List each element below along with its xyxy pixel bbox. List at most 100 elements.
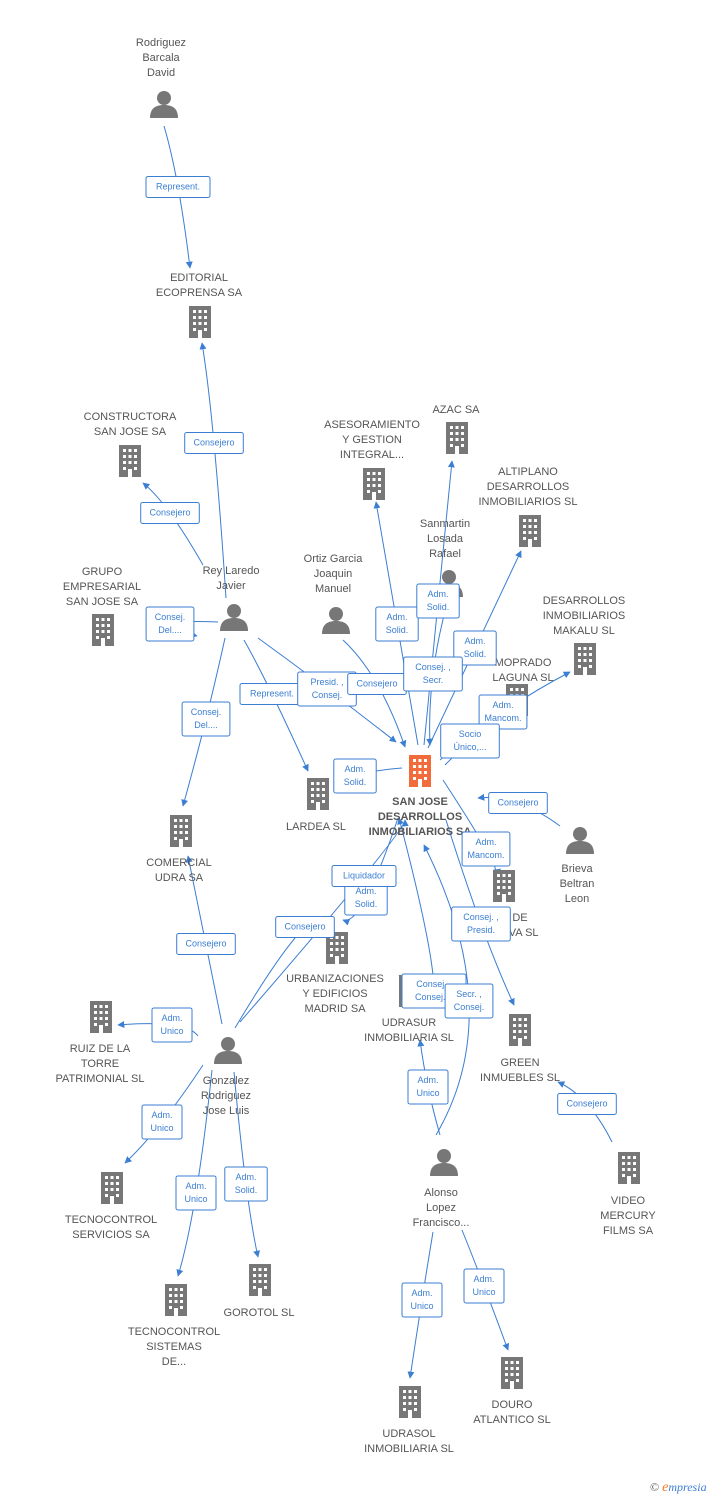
node-tecsistemas[interactable]: TECNOCONTROLSISTEMASDE... bbox=[128, 1284, 220, 1368]
edge-label[interactable]: Adm.Unico bbox=[141, 1104, 183, 1140]
building-icon[interactable] bbox=[519, 515, 541, 547]
node-gorotol[interactable]: GOROTOL SL bbox=[224, 1264, 295, 1319]
building-icon[interactable] bbox=[446, 422, 468, 454]
building-icon[interactable] bbox=[307, 778, 329, 810]
building-icon[interactable] bbox=[90, 1001, 112, 1033]
building-icon[interactable] bbox=[618, 1152, 640, 1184]
edge-label[interactable]: Adm.Solid. bbox=[416, 583, 460, 619]
person-icon[interactable] bbox=[220, 604, 248, 631]
person-icon[interactable] bbox=[566, 827, 594, 854]
building-icon[interactable] bbox=[493, 870, 515, 902]
node-alonso[interactable]: AlonsoLopezFrancisco... bbox=[413, 1149, 470, 1229]
edge-label[interactable]: Consejero bbox=[275, 916, 335, 938]
edge-label-text: Unico bbox=[160, 1026, 183, 1036]
person-icon[interactable] bbox=[214, 1037, 242, 1064]
edge-label[interactable]: Represent. bbox=[145, 176, 211, 198]
edge-label-text: Consejero bbox=[497, 798, 538, 808]
building-icon[interactable] bbox=[249, 1264, 271, 1296]
building-icon[interactable] bbox=[170, 815, 192, 847]
edge-label[interactable]: Consejero bbox=[557, 1093, 617, 1115]
edge-label[interactable]: Consejero bbox=[176, 933, 236, 955]
building-icon[interactable] bbox=[363, 468, 385, 500]
edge-label[interactable]: Adm.Unico bbox=[151, 1007, 193, 1043]
edge-label[interactable]: Adm.Unico bbox=[407, 1069, 449, 1105]
edge-label[interactable]: Adm.Solid. bbox=[224, 1166, 268, 1202]
building-icon[interactable] bbox=[165, 1284, 187, 1316]
edge-label[interactable]: Consejero bbox=[488, 792, 548, 814]
node-label: SAN JOSE SA bbox=[94, 426, 167, 438]
edge-label[interactable]: Adm.Solid. bbox=[344, 880, 388, 916]
edge-label[interactable]: Secr. ,Consej. bbox=[444, 983, 494, 1019]
edge-label[interactable]: Consej. ,Secr. bbox=[403, 656, 463, 692]
edge-label[interactable]: Consej. ,Presid. bbox=[451, 906, 511, 942]
edge-label[interactable]: Adm.Solid. bbox=[375, 606, 419, 642]
node-label: ATLANTICO SL bbox=[473, 1414, 550, 1426]
node-label: SAN JOSE SA bbox=[66, 596, 139, 608]
edge-label-box bbox=[224, 1166, 268, 1202]
building-icon[interactable] bbox=[119, 445, 141, 477]
edge-label-text: Solid. bbox=[235, 1185, 258, 1195]
person-icon[interactable] bbox=[150, 91, 178, 118]
edge-label[interactable]: Adm.Mancom. bbox=[461, 831, 511, 867]
building-icon[interactable] bbox=[101, 1172, 123, 1204]
edge-label[interactable]: Adm.Solid. bbox=[333, 758, 377, 794]
edge-label[interactable]: Consejero bbox=[140, 502, 200, 524]
node-label: DE... bbox=[162, 1356, 186, 1368]
edge-label[interactable]: Represent. bbox=[239, 683, 305, 705]
building-icon[interactable] bbox=[189, 306, 211, 338]
node-label: DESARROLLOS bbox=[378, 811, 462, 823]
edge-label[interactable]: Adm.Unico bbox=[175, 1175, 217, 1211]
building-icon[interactable] bbox=[574, 643, 596, 675]
node-label: Joaquin bbox=[314, 568, 353, 580]
node-azac[interactable]: AZAC SA bbox=[432, 404, 480, 454]
edge-label-text: Consejero bbox=[149, 508, 190, 518]
edge-label-text: Consejero bbox=[566, 1099, 607, 1109]
edge-label-text: Solid. bbox=[355, 899, 378, 909]
edge-label[interactable]: Adm.Solid. bbox=[453, 630, 497, 666]
edge-label[interactable]: Consejero bbox=[184, 432, 244, 454]
building-icon[interactable] bbox=[399, 1386, 421, 1418]
building-icon[interactable] bbox=[92, 614, 114, 646]
person-icon[interactable] bbox=[430, 1149, 458, 1176]
edge-label[interactable]: Adm.Unico bbox=[463, 1268, 505, 1304]
building-icon[interactable] bbox=[509, 1014, 531, 1046]
edge-label[interactable]: SocioÚnico,... bbox=[440, 723, 500, 759]
node-label: TORRE bbox=[81, 1058, 119, 1070]
edge-label-box bbox=[181, 701, 231, 737]
node-lardea[interactable]: LARDEA SL bbox=[286, 778, 346, 833]
edge-label[interactable]: Consej.Del.... bbox=[145, 606, 195, 642]
edge-label[interactable]: Consej.Del.... bbox=[181, 701, 231, 737]
edge-label[interactable]: Consejero bbox=[347, 673, 407, 695]
edge-label[interactable]: Adm.Mancom. bbox=[478, 694, 528, 730]
edge-label[interactable]: Liquidador bbox=[331, 865, 397, 887]
person-icon[interactable] bbox=[322, 607, 350, 634]
building-icon[interactable] bbox=[409, 755, 431, 787]
edge-label-text: Solid. bbox=[386, 625, 409, 635]
node-label: VIDEO bbox=[611, 1195, 646, 1207]
building-icon[interactable] bbox=[501, 1357, 523, 1389]
edge-label[interactable]: Adm.Unico bbox=[401, 1282, 443, 1318]
